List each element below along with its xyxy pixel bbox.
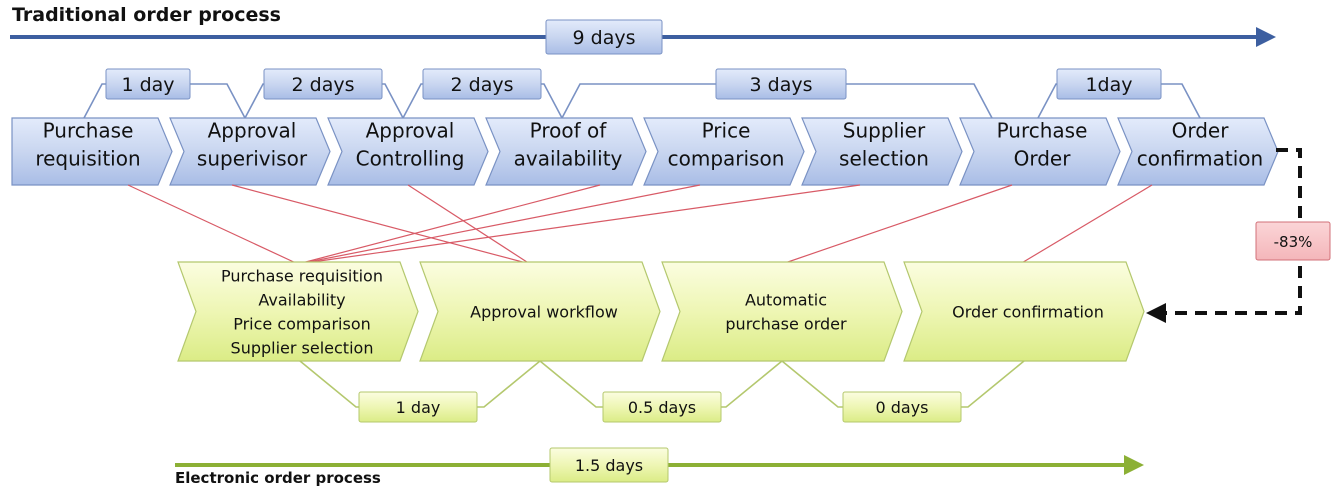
traditional-step-2 [169, 117, 331, 186]
traditional-step-8 [1117, 117, 1279, 186]
mapping-line-1 [127, 184, 299, 265]
electronic-duration-1: 1 day [396, 398, 441, 417]
traditional-step-6-text: Supplier [843, 119, 926, 143]
mapping-line-6 [297, 184, 861, 265]
traditional-duration-5: 1day [1085, 74, 1132, 96]
electronic-step-4 [903, 261, 1145, 362]
electronic-step-1 [177, 261, 419, 362]
traditional-step-4 [485, 117, 647, 186]
traditional-step-5-text: Price [702, 119, 751, 143]
mapping-line-5 [297, 184, 701, 265]
traditional-step-6 [801, 117, 963, 186]
electronic-total-label-box [549, 447, 669, 483]
traditional-step-5 [643, 117, 805, 186]
traditional-step-7 [959, 117, 1121, 186]
traditional-total-label-box [545, 19, 663, 55]
electronic-step-3 [661, 261, 903, 362]
traditional-duration-4-box [715, 68, 847, 100]
electronic-duration-3-box [842, 391, 962, 423]
traditional-duration-4: 3 days [750, 74, 813, 96]
traditional-step-4-text: Proof of [530, 119, 608, 143]
traditional-step-5-text: comparison [668, 147, 785, 171]
traditional-duration-3-box [422, 68, 542, 100]
traditional-process-title: Traditional order process [12, 4, 281, 26]
traditional-step-2-text: superivisor [197, 147, 308, 171]
electronic-duration-1-box [358, 391, 478, 423]
traditional-duration-1-box [105, 68, 191, 100]
traditional-duration-1: 1 day [121, 74, 174, 96]
reduction-badge-box [1255, 221, 1331, 261]
traditional-duration-3: 2 days [451, 74, 514, 96]
mapping-line-3 [407, 184, 531, 265]
electronic-total-label: 1.5 days [575, 456, 643, 475]
traditional-step-6-text: selection [839, 147, 929, 171]
electronic-duration-3: 0 days [875, 398, 928, 417]
electronic-step-2-text: Approval workflow [470, 303, 618, 322]
traditional-step-4-text: availability [514, 147, 623, 171]
electronic-step-1-text: Price comparison [233, 315, 371, 334]
electronic-step-3-text: purchase order [725, 315, 847, 334]
mapping-line-8 [1019, 184, 1153, 265]
reduction-badge: -83% [1274, 233, 1313, 251]
electronic-step-3-text: Automatic [745, 291, 827, 310]
traditional-step-3-text: Approval [366, 119, 455, 143]
traditional-total-label: 9 days [573, 27, 636, 49]
traditional-step-7-text: Purchase [997, 119, 1088, 143]
traditional-step-8-text: Order [1172, 119, 1230, 143]
traditional-step-3 [327, 117, 489, 186]
traditional-step-2-text: Approval [208, 119, 297, 143]
electronic-process-title: Electronic order process [175, 469, 381, 487]
electronic-step-1-text: Availability [258, 291, 345, 310]
mapping-line-2 [231, 184, 531, 265]
electronic-step-4-text: Order confirmation [952, 303, 1104, 322]
traditional-duration-5-box [1056, 68, 1162, 100]
traditional-step-1-text: requisition [35, 147, 140, 171]
electronic-duration-2-box [602, 391, 722, 423]
traditional-duration-2-box [263, 68, 383, 100]
electronic-step-1-text: Supplier selection [231, 339, 374, 358]
traditional-step-1 [11, 117, 173, 186]
electronic-step-2 [419, 261, 661, 362]
traditional-step-3-text: Controlling [356, 147, 465, 171]
traditional-step-1-text: Purchase [43, 119, 134, 143]
traditional-step-8-text: confirmation [1137, 147, 1263, 171]
mapping-line-7 [781, 184, 1013, 265]
electronic-duration-2: 0.5 days [628, 398, 696, 417]
electronic-step-1-text: Purchase requisition [221, 267, 383, 286]
traditional-step-7-text: Order [1014, 147, 1072, 171]
mapping-line-4 [297, 184, 601, 265]
traditional-duration-2: 2 days [292, 74, 355, 96]
